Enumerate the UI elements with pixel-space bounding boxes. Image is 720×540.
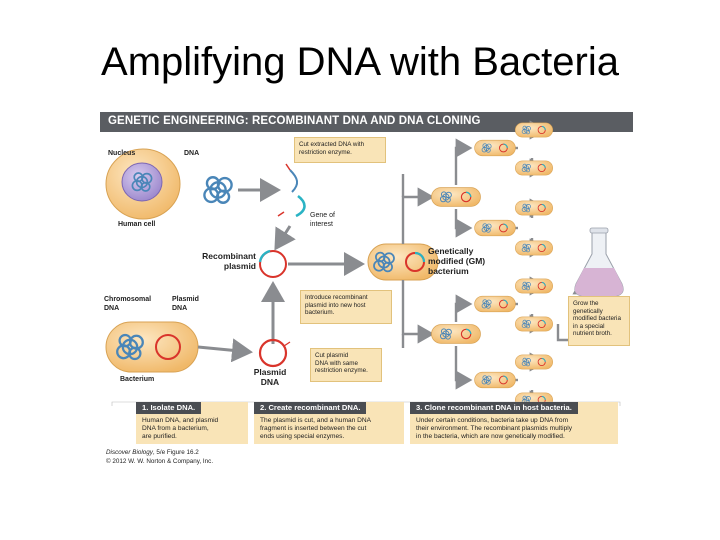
step-3-text: Under certain conditions, bacteria take …	[416, 417, 614, 441]
label-gm-2: modified (GM)	[428, 256, 486, 266]
step-1-line: DNA from a bacterium,	[142, 425, 209, 432]
step-1-text: Human DNA, and plasmid DNA from a bacter…	[142, 417, 244, 441]
step-1-box: 1. Isolate DNA. Human DNA, and plasmid D…	[136, 402, 248, 444]
step-2-text: The plasmid is cut, and a human DNA frag…	[260, 417, 400, 441]
note-introduce-line: plasmid into new host	[305, 301, 366, 309]
cloning-figure: GENETIC ENGINEERING: RECOMBINANT DNA AND…	[100, 112, 633, 474]
label-dna: DNA	[184, 150, 200, 157]
label-gm-1: Genetically	[428, 246, 474, 256]
note-introduce-line: bacterium.	[305, 309, 335, 317]
figure-copyright: © 2012 W. W. Norton & Company, Inc.	[106, 458, 214, 465]
recombinant-plasmid	[258, 249, 287, 278]
banner-text: GENETIC ENGINEERING: RECOMBINANT DNA AND…	[108, 115, 481, 127]
donor-bacterium	[105, 321, 199, 373]
label-bacterium: Bacterium	[120, 376, 155, 383]
figure-credit: Discover Biology, 5/e Figure 16.2	[106, 449, 199, 457]
step-3-title: 3. Clone recombinant DNA in host bacteri…	[410, 402, 578, 414]
note-grow-line: Grow the	[573, 300, 599, 307]
step-3-line: in the bacteria, which are now genetical…	[416, 433, 565, 440]
note-grow-line: in a special	[573, 322, 605, 330]
step-1-line: are purified.	[142, 433, 177, 440]
figure-banner: GENETIC ENGINEERING: RECOMBINANT DNA AND…	[100, 112, 633, 132]
note-cut-extracted: Cut extracted DNA with restriction enzym…	[294, 137, 386, 163]
label-plasmid-small-2: DNA	[172, 305, 188, 312]
label-chromosomal-1: Chromosomal	[104, 296, 152, 303]
step-3-line: Under certain conditions, bacteria take …	[416, 417, 569, 424]
step-3-box: 3. Clone recombinant DNA in host bacteri…	[410, 402, 618, 444]
label-plasmid-big-2: DNA	[260, 377, 280, 387]
note-cut-extracted-line: Cut extracted DNA with	[299, 141, 365, 148]
step-1-title: 1. Isolate DNA.	[136, 402, 202, 414]
note-grow-line: modified bacteria	[573, 315, 621, 323]
extracted-dna	[203, 176, 233, 204]
note-grow-line: nutrient broth.	[573, 330, 612, 338]
note-grow-line: genetically	[573, 307, 603, 315]
gene-of-interest	[277, 163, 306, 218]
diagram-art	[105, 120, 624, 410]
label-recombinant-2: plasmid	[223, 261, 256, 271]
label-gene-2: interest	[310, 221, 333, 228]
note-cut-plasmid: Cut plasmid DNA with same restriction en…	[310, 348, 382, 382]
note-cut-plasmid-line: Cut plasmid	[315, 352, 349, 359]
step-2-line: fragment is inserted between the cut	[260, 425, 367, 432]
step-3-line: their environment. The recombinant plasm…	[416, 425, 572, 432]
human-cell	[105, 148, 181, 220]
note-introduce: Introduce recombinant plasmid into new h…	[300, 290, 392, 324]
note-introduce-line: Introduce recombinant	[305, 294, 368, 301]
credit-book: Discover Biology	[106, 449, 153, 456]
arrow-gene-to-recombinant	[274, 225, 296, 251]
label-recombinant-1: Recombinant	[202, 251, 256, 261]
step-2-line: The plasmid is cut, and a human DNA	[260, 417, 372, 424]
step-2-line: ends using special enzymes.	[260, 433, 345, 440]
note-grow: Grow the genetically modified bacteria i…	[568, 296, 630, 346]
label-chromosomal-2: DNA	[104, 305, 120, 312]
label-gm-3: bacterium	[428, 266, 469, 276]
note-cut-extracted-line: restriction enzyme.	[299, 148, 352, 156]
slide-title: Amplifying DNA with Bacteria	[101, 40, 619, 84]
arrow-to-plasmid	[197, 338, 253, 363]
label-plasmid-big-1: Plasmid	[253, 367, 287, 377]
plasmid-dna	[258, 338, 291, 368]
credit-rest: , 5/e Figure 16.2	[152, 449, 199, 456]
step-2-title: 2. Create recombinant DNA.	[254, 402, 367, 414]
step-1-line: Human DNA, and plasmid	[142, 417, 219, 424]
label-plasmid-small-1: Plasmid	[172, 296, 199, 303]
label-gene-1: Gene of	[310, 212, 335, 219]
flask	[574, 227, 624, 297]
note-cut-plasmid-line: DNA with same	[315, 359, 359, 367]
step-2-box: 2. Create recombinant DNA. The plasmid i…	[254, 402, 404, 444]
label-nucleus: Nucleus	[108, 150, 136, 157]
label-human-cell: Human cell	[118, 221, 156, 228]
note-cut-plasmid-line: restriction enzyme.	[315, 367, 368, 375]
